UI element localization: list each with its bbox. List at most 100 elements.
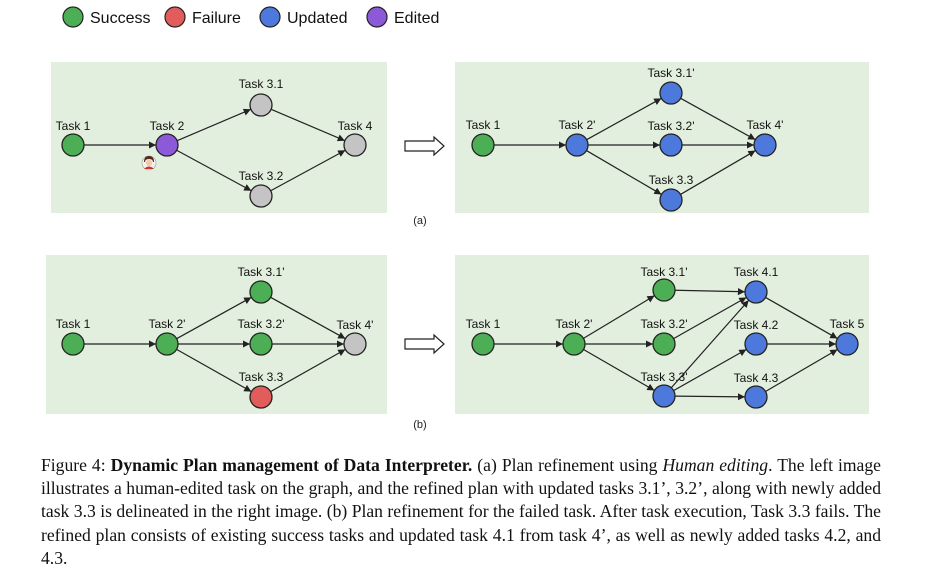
task-node-updated-circle — [659, 188, 683, 212]
edge-t2-to-t31 — [583, 295, 655, 339]
edge-t2-to-t31 — [586, 97, 662, 141]
person-avatar-icon — [141, 155, 157, 171]
task-node-t1: Task 1 — [466, 118, 501, 157]
task-label: Task 4 — [338, 119, 373, 133]
edges — [84, 108, 346, 192]
task-label: Task 3.2' — [238, 317, 285, 331]
task-node-updated-circle — [565, 133, 589, 157]
task-node-t1: Task 1 — [56, 317, 91, 356]
task-node-failure-circle — [249, 385, 273, 409]
task-label: Task 3.2' — [648, 119, 695, 133]
edge-t31-to-t4 — [270, 296, 346, 340]
task-label: Task 3.3' — [641, 370, 688, 384]
task-node-t5: Task 5 — [830, 317, 865, 356]
diagram-b-right: Task 1 Task 2' Task 3.1' Task 3.2' Task 3.3'… — [466, 265, 865, 409]
edge-t33-to-t43 — [674, 393, 746, 401]
transition-arrow-a — [404, 135, 445, 157]
task-node-t32: Task 3.2' — [238, 317, 285, 356]
edge-t33-to-t41 — [670, 299, 750, 389]
task-node-t1: Task 1 — [56, 119, 91, 157]
task-label: Task 4.2 — [734, 318, 779, 332]
figure-caption: Figure 4: Dynamic Plan management of Dat… — [41, 454, 881, 570]
task-node-t2: Task 2' — [559, 118, 596, 157]
task-node-success-circle — [652, 332, 676, 356]
legend-failure-swatch — [164, 6, 186, 28]
task-node-t31: Task 3.1 — [239, 77, 284, 117]
diagram-b-left: Task 1 Task 2' Task 3.1' Task 3.2' Task 3.3 T… — [56, 265, 374, 409]
task-node-t31: Task 3.1' — [641, 265, 688, 302]
task-node-success-circle — [471, 332, 495, 356]
task-node-updated-circle — [753, 133, 777, 157]
task-node-edited-circle — [155, 133, 179, 157]
task-node-success-circle — [249, 332, 273, 356]
task-node-t32: Task 3.2' — [641, 317, 688, 356]
task-label: Task 1 — [56, 317, 91, 331]
edge-t2-to-t33 — [176, 348, 252, 393]
task-node-t43: Task 4.3 — [734, 371, 779, 409]
task-label: Task 4.3 — [734, 371, 779, 385]
task-label: Task 4.1 — [734, 265, 779, 279]
diagram-a-right: Task 1 Task 2' Task 3.1' Task 3.2' Task 3.3 T… — [466, 66, 784, 212]
edge-t33-to-t42 — [673, 348, 747, 392]
task-label: Task 2 — [150, 119, 185, 133]
task-node-t4: Task 4' — [337, 318, 374, 356]
legend-success-label: Success — [90, 10, 150, 27]
task-label: Task 2' — [149, 317, 186, 331]
edge-t41-to-t5 — [765, 296, 838, 340]
task-label: Task 3.3 — [239, 370, 284, 384]
task-label: Task 2' — [559, 118, 596, 132]
edge-t33-to-t4 — [680, 150, 756, 195]
task-label: Task 3.2 — [239, 169, 284, 183]
edges — [494, 288, 838, 401]
figure-number: Figure 4: — [41, 455, 106, 475]
task-node-updated-circle — [744, 280, 768, 304]
task-label: Task 3.1' — [641, 265, 688, 279]
edge-t31-to-t4 — [270, 108, 346, 142]
edge-t2-to-t32 — [176, 149, 252, 192]
sublabel-b: (b) — [413, 419, 426, 431]
task-label: Task 4' — [337, 318, 374, 332]
edge-t32-to-t41 — [673, 296, 747, 340]
task-node-success-circle — [155, 332, 179, 356]
task-node-t1: Task 1 — [466, 317, 501, 356]
task-node-updated-circle — [835, 332, 859, 356]
caption-part1: (a) Plan refinement using — [477, 455, 658, 475]
task-label: Task 5 — [830, 317, 865, 331]
task-node-t33: Task 3.3 — [239, 370, 284, 409]
caption-title: Dynamic Plan management of Data Interpre… — [110, 455, 473, 475]
task-node-pending-circle — [343, 133, 367, 157]
task-label: Task 3.1' — [238, 265, 285, 279]
panel-b-left — [46, 255, 387, 414]
edge-t2-to-t31 — [176, 108, 252, 142]
task-node-success-circle — [61, 133, 85, 157]
task-node-updated-circle — [659, 133, 683, 157]
edge-t33-to-t4 — [270, 348, 346, 393]
edges — [494, 97, 756, 195]
task-node-t2: Task 2' — [556, 317, 592, 356]
task-node-updated-circle — [744, 332, 768, 356]
task-node-pending-circle — [249, 93, 273, 117]
task-node-success-circle — [249, 280, 273, 304]
task-label: Task 1 — [466, 118, 501, 132]
task-node-t32: Task 3.2 — [239, 169, 284, 208]
task-node-pending-circle — [249, 184, 273, 208]
panel-a-right — [455, 62, 869, 213]
task-label: Task 4' — [747, 118, 784, 132]
edge-t32-to-t4 — [270, 149, 346, 192]
edge-t2-to-t31 — [176, 296, 252, 340]
transition-arrow-b — [404, 333, 445, 355]
task-node-success-circle — [562, 332, 586, 356]
legend-success-swatch — [62, 6, 84, 28]
caption-italic: Human editing — [662, 455, 769, 475]
task-label: Task 3.2' — [641, 317, 688, 331]
task-node-t33: Task 3.3 — [649, 173, 694, 212]
edge-t2-to-t33 — [583, 348, 655, 392]
task-node-success-circle — [61, 332, 85, 356]
task-label: Task 3.1 — [239, 77, 284, 91]
task-node-updated-circle — [744, 385, 768, 409]
task-node-t4: Task 4' — [747, 118, 784, 157]
edges — [84, 296, 346, 393]
task-node-t31: Task 3.1' — [648, 66, 694, 105]
